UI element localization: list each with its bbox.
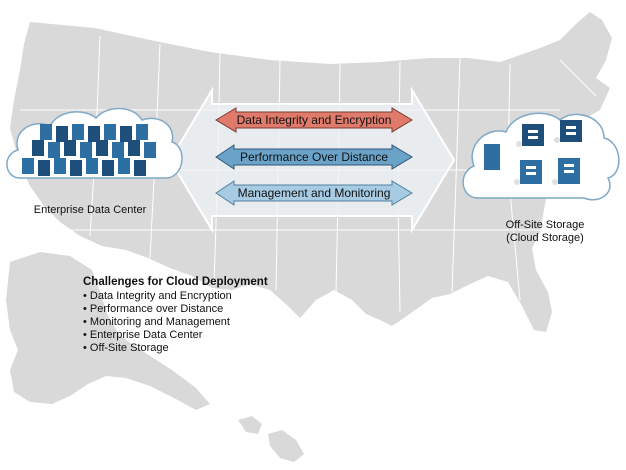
data-integrity-arrow bbox=[215, 107, 413, 133]
management-arrow bbox=[215, 180, 413, 206]
hawaii-shape bbox=[238, 416, 304, 462]
storage-server-icon bbox=[484, 120, 582, 185]
enterprise-cloud bbox=[6, 107, 183, 179]
offsite-cloud bbox=[462, 112, 620, 201]
performance-arrow bbox=[215, 144, 413, 170]
usa-map bbox=[6, 12, 612, 462]
alaska-shape bbox=[6, 252, 210, 410]
server-rack-icon bbox=[22, 124, 156, 176]
